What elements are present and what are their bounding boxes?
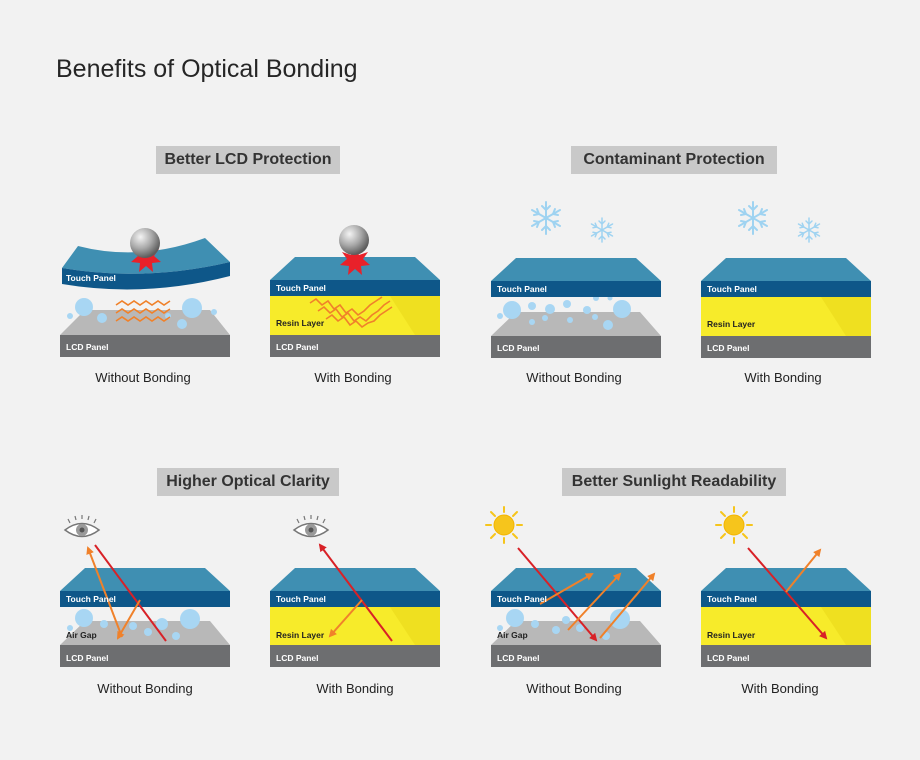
impact-ball bbox=[130, 228, 160, 258]
touch-panel-front bbox=[491, 591, 661, 607]
panel-clarity-without: Touch Panel Air Gap LCD Panel bbox=[60, 514, 230, 667]
light-ray-orange bbox=[328, 599, 363, 638]
layer-label-touch-panel: Touch Panel bbox=[707, 594, 757, 604]
lcd-panel-front bbox=[270, 645, 440, 667]
layer-label-resin-layer: Resin Layer bbox=[707, 630, 756, 640]
reflection-ray bbox=[599, 572, 656, 639]
caption-sunlight-without: Without Bonding bbox=[526, 681, 622, 696]
light-ray-orange bbox=[86, 546, 123, 638]
reflection-ray bbox=[539, 573, 594, 605]
snowflake-icon bbox=[797, 217, 821, 243]
layer-label-lcd-panel: LCD Panel bbox=[66, 342, 109, 352]
touch-panel-top bbox=[701, 568, 871, 591]
snowflake-icon bbox=[738, 201, 768, 235]
air-bubbles bbox=[67, 298, 217, 329]
layer-label-lcd-panel: LCD Panel bbox=[497, 653, 540, 663]
panel-contaminant-with: Touch Panel Resin Layer LCD Panel bbox=[701, 201, 871, 358]
section-title-contaminant-protection: Contaminant Protection bbox=[571, 146, 777, 174]
section-title-lcd-protection: Better LCD Protection bbox=[156, 146, 340, 174]
lcd-panel-front bbox=[491, 645, 661, 667]
layer-label-touch-panel: Touch Panel bbox=[707, 284, 757, 294]
page-title: Benefits of Optical Bonding bbox=[56, 55, 358, 83]
layer-label-resin-layer: Resin Layer bbox=[707, 319, 756, 329]
touch-panel-top bbox=[270, 568, 440, 591]
reflection-ray bbox=[567, 572, 622, 631]
layer-label-touch-panel: Touch Panel bbox=[66, 594, 116, 604]
touch-panel-front bbox=[270, 280, 440, 296]
touch-panel-front bbox=[270, 591, 440, 607]
touch-panel-top bbox=[491, 568, 661, 591]
lcd-panel-front bbox=[270, 335, 440, 357]
layer-label-lcd-panel: LCD Panel bbox=[66, 653, 109, 663]
layer-label-air-gap: Air Gap bbox=[497, 630, 528, 640]
layer-label-touch-panel: Touch Panel bbox=[66, 273, 116, 283]
layer-label-lcd-panel: LCD Panel bbox=[707, 653, 750, 663]
sun-ray-red bbox=[747, 547, 828, 640]
panel-sunlight-without: Touch Panel Air Gap LCD Panel bbox=[485, 506, 661, 667]
impact-ball bbox=[339, 225, 369, 255]
light-ray-red bbox=[318, 543, 393, 642]
caption-lcd-protection-with: With Bonding bbox=[314, 370, 392, 385]
layer-label-touch-panel: Touch Panel bbox=[497, 284, 547, 294]
touch-panel-front bbox=[701, 281, 871, 297]
panel-lcd-protection-with: Touch Panel Resin Layer LCD Panel bbox=[270, 225, 440, 357]
snowflake-icon bbox=[531, 201, 561, 235]
caption-sunlight-with: With Bonding bbox=[741, 681, 819, 696]
caption-clarity-with: With Bonding bbox=[316, 681, 394, 696]
air-bubbles bbox=[497, 609, 630, 640]
resin-layer-shade bbox=[390, 607, 440, 645]
resin-layer-shade bbox=[390, 296, 440, 335]
sun-icon bbox=[715, 506, 753, 544]
lcd-panel-top bbox=[491, 312, 661, 336]
snowflake-icon bbox=[590, 217, 614, 243]
lcd-panel-front bbox=[60, 335, 230, 357]
touch-panel-top bbox=[60, 568, 230, 591]
section-title-optical-clarity: Higher Optical Clarity bbox=[157, 468, 339, 496]
reflection-ray bbox=[785, 548, 822, 593]
eye-icon bbox=[293, 514, 329, 538]
touch-panel-top bbox=[491, 258, 661, 281]
light-ray-red bbox=[94, 544, 167, 642]
caption-contaminant-without: Without Bonding bbox=[526, 370, 622, 385]
layer-label-air-gap: Air Gap bbox=[66, 630, 97, 640]
touch-panel-top bbox=[701, 258, 871, 281]
resin-layer-shade bbox=[821, 297, 871, 336]
layer-label-touch-panel: Touch Panel bbox=[276, 594, 326, 604]
panel-lcd-protection-without: Touch Panel LCD Panel bbox=[60, 228, 230, 357]
sun-icon bbox=[485, 506, 523, 544]
layer-label-lcd-panel: LCD Panel bbox=[276, 342, 319, 352]
resin-layer-shade bbox=[821, 607, 871, 645]
layer-label-touch-panel: Touch Panel bbox=[276, 283, 326, 293]
layer-label-touch-panel: Touch Panel bbox=[497, 594, 547, 604]
air-bubbles bbox=[67, 609, 200, 640]
lcd-panel-front bbox=[60, 645, 230, 667]
caption-clarity-without: Without Bonding bbox=[97, 681, 193, 696]
panel-sunlight-with: Touch Panel Resin Layer LCD Panel bbox=[701, 506, 871, 667]
panel-contaminant-without: Touch Panel LCD Panel bbox=[491, 201, 661, 358]
layer-label-lcd-panel: LCD Panel bbox=[276, 653, 319, 663]
lcd-panel-front bbox=[701, 645, 871, 667]
caption-lcd-protection-without: Without Bonding bbox=[95, 370, 191, 385]
stress-zigzag bbox=[115, 300, 171, 322]
layer-label-resin-layer: Resin Layer bbox=[276, 318, 325, 328]
touch-panel-front bbox=[60, 591, 230, 607]
panel-clarity-with: Touch Panel Resin Layer LCD Panel bbox=[270, 514, 440, 667]
touch-panel-front bbox=[491, 281, 661, 297]
caption-contaminant-with: With Bonding bbox=[744, 370, 822, 385]
touch-panel-bent-front bbox=[62, 262, 230, 290]
layer-label-lcd-panel: LCD Panel bbox=[497, 343, 540, 353]
section-title-sunlight-readability: Better Sunlight Readability bbox=[562, 468, 786, 496]
light-ray-orange-scatter bbox=[116, 599, 141, 640]
lcd-panel-front bbox=[701, 336, 871, 358]
layer-label-resin-layer: Resin Layer bbox=[276, 630, 325, 640]
layer-label-lcd-panel: LCD Panel bbox=[707, 343, 750, 353]
touch-panel-front bbox=[701, 591, 871, 607]
lcd-panel-front bbox=[491, 336, 661, 358]
stress-zigzag bbox=[309, 296, 393, 329]
eye-icon bbox=[64, 514, 100, 538]
